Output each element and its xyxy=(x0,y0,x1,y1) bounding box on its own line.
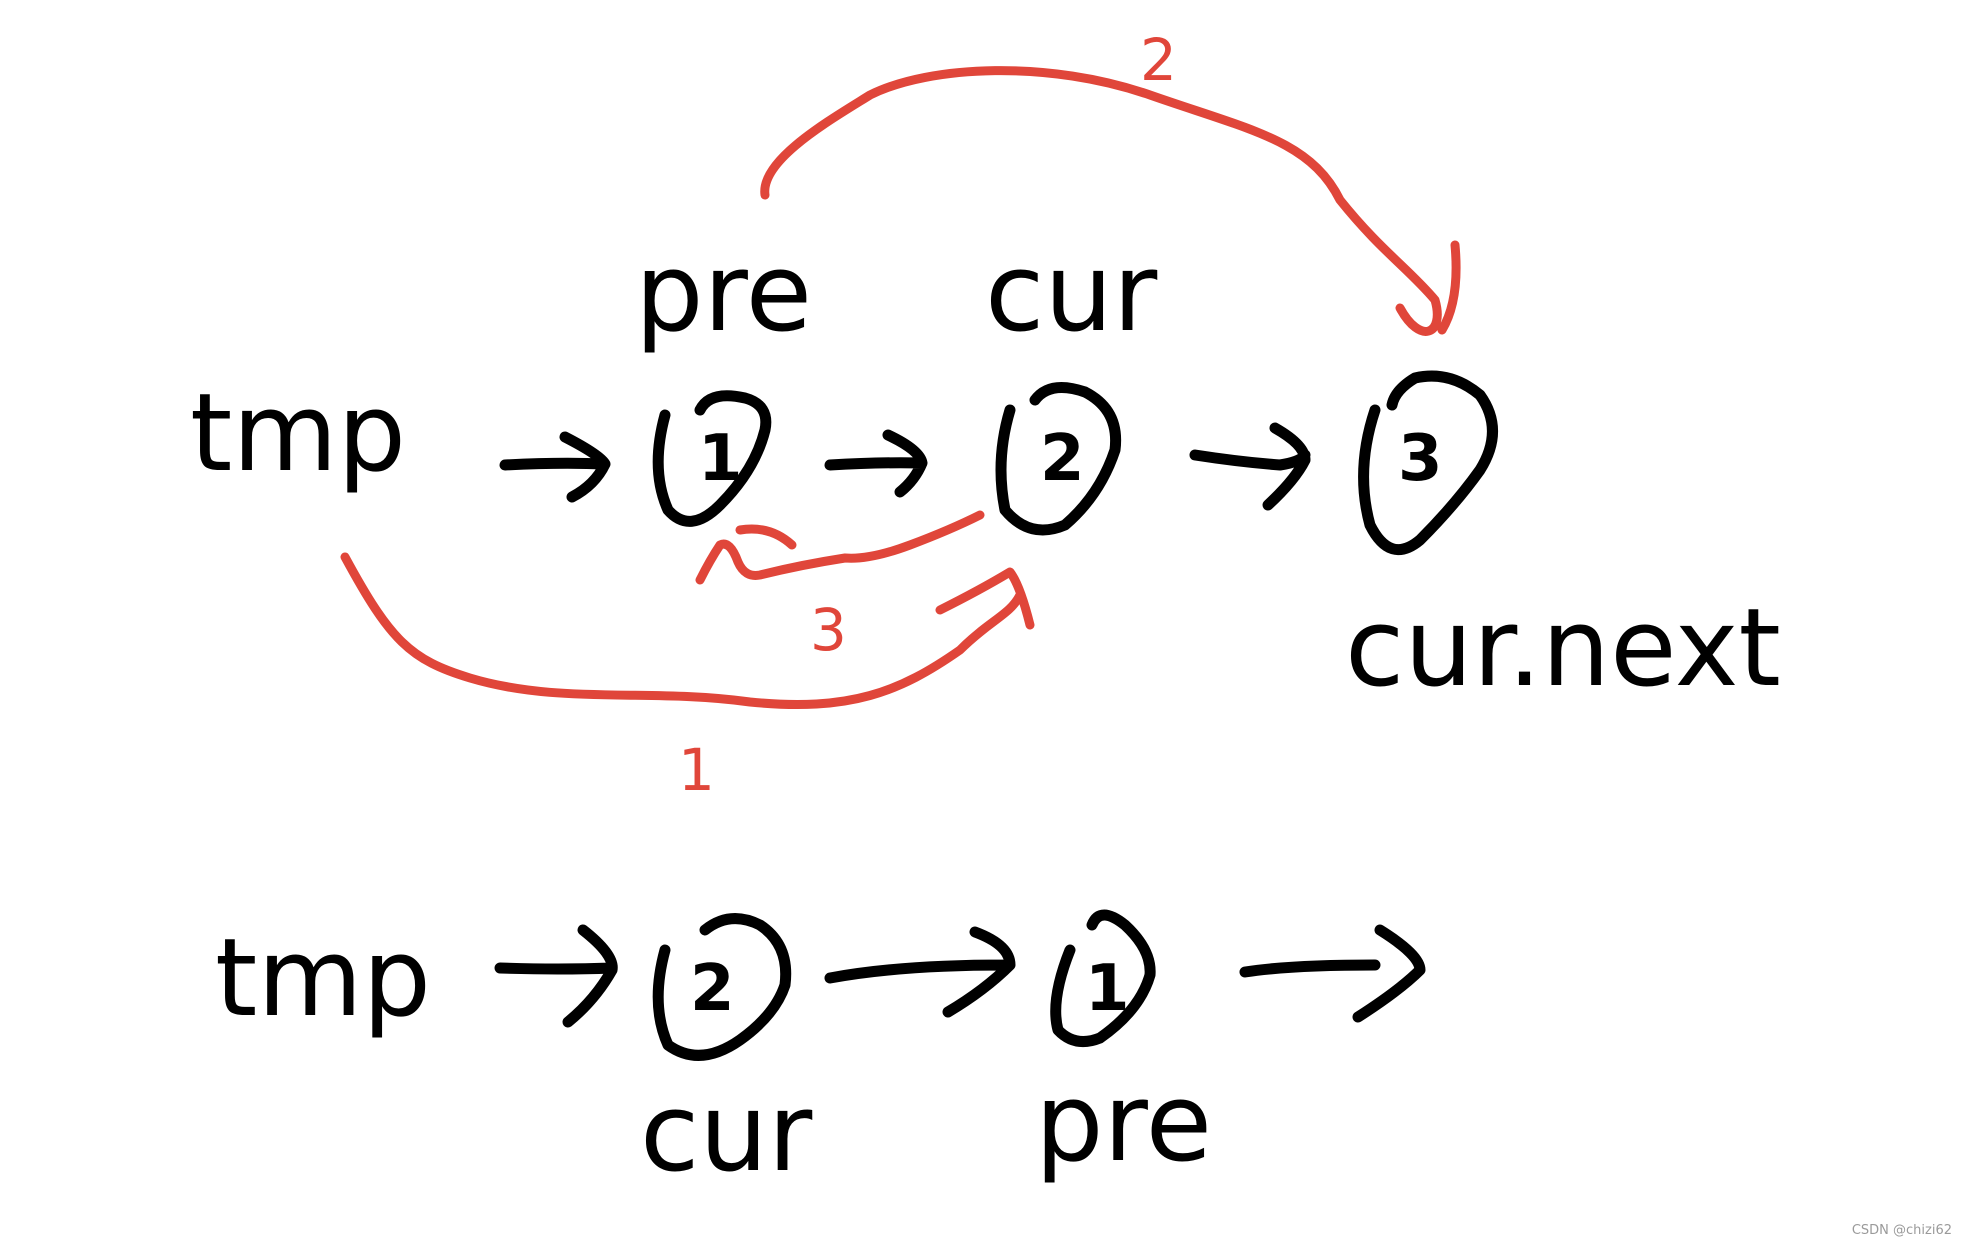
top-node-1-value: 1 xyxy=(698,422,743,496)
arrow-tmp-to-node2 xyxy=(494,924,618,1028)
top-tmp-label: tmp xyxy=(190,371,406,496)
top-node-1: 1 xyxy=(652,390,772,527)
arrow-tmp-to-node1 xyxy=(499,431,611,503)
bottom-node-1-value: 1 xyxy=(1085,952,1130,1026)
top-cur-label: cur xyxy=(985,231,1158,356)
arrow-node1-to-next xyxy=(1239,924,1426,1023)
bottom-tmp-label: tmp xyxy=(215,916,431,1041)
arrow-node2-to-node3 xyxy=(1189,422,1311,511)
bottom-node-2: 2 xyxy=(652,913,792,1061)
arrow-node1-to-node2 xyxy=(824,429,928,498)
step-2-number: 2 xyxy=(1140,26,1177,94)
step-2-arrow-pre-to-node3 xyxy=(760,66,1461,336)
step-1-number: 1 xyxy=(678,736,715,804)
top-cur-next-label: cur.next xyxy=(1345,586,1781,711)
top-node-3: 3 xyxy=(1358,370,1498,555)
bottom-node-1: 1 xyxy=(1050,909,1156,1048)
bottom-pre-label: pre xyxy=(1035,1061,1212,1186)
top-node-2-value: 2 xyxy=(1040,422,1085,496)
bottom-cur-label: cur xyxy=(640,1071,813,1196)
top-node-2: 2 xyxy=(995,382,1122,536)
step-3-number: 3 xyxy=(810,596,847,664)
step-1-arrow-tmp-to-node2 xyxy=(340,552,1035,710)
top-node-3-value: 3 xyxy=(1398,422,1443,496)
arrow-node2-to-node1 xyxy=(824,926,1016,1018)
step-3-arrow-node2-to-node1 xyxy=(695,510,985,585)
bottom-node-2-value: 2 xyxy=(690,952,735,1026)
top-pre-label: pre xyxy=(635,231,812,356)
watermark: CSDN @chizi62 xyxy=(1851,1223,1952,1238)
